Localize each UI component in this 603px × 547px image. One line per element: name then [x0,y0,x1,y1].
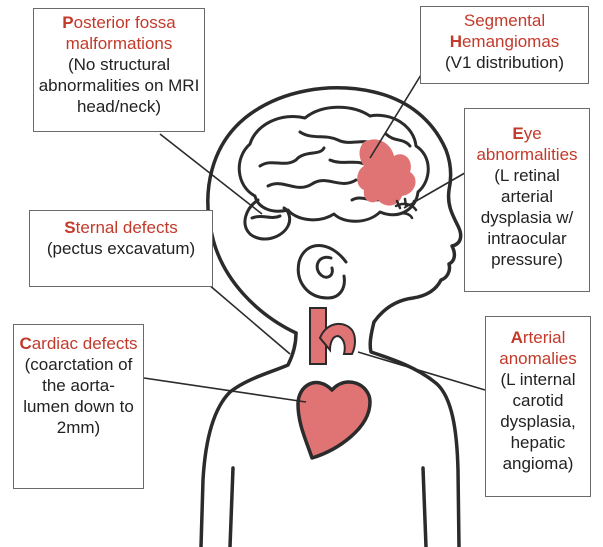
label-cardiac: Cardiac defects (coarctation of the aort… [13,324,144,489]
label-title-rest: ardiac defects [32,334,138,353]
label-title: Cardiac defects [18,333,139,354]
label-initial: H [450,32,462,51]
arterial-vessels [310,308,355,364]
ear [298,246,346,299]
label-initial: A [511,328,523,347]
label-detail: (No structural abnormalities on MRI head… [38,54,200,117]
label-title-rest: ye abnormalities [476,124,577,164]
label-title: Posterior fossa malformations [38,12,200,54]
label-hemangiomas: Segmental Hemangiomas (V1 distribution) [420,6,589,84]
label-detail: (pectus excavatum) [34,238,208,259]
hemangioma-patch [357,139,415,205]
label-detail: (coarctation of the aorta- lumen down to… [18,354,139,438]
label-title-line1: Segmental [425,10,584,31]
label-posterior-fossa: Posterior fossa malformations (No struct… [33,8,205,132]
label-title-rest: emangiomas [462,32,559,51]
label-title: Sternal defects [34,217,208,238]
label-initial: S [64,218,75,237]
label-title: Hemangiomas [425,31,584,52]
label-initial: E [512,124,523,143]
label-sternal: Sternal defects (pectus excavatum) [29,210,213,287]
label-initial: P [62,13,73,32]
heart [298,382,370,458]
label-initial: C [19,334,31,353]
label-arterial: Arterial anomalies (L internal carotid d… [485,316,591,497]
label-title-rest: osterior fossa malformations [66,13,176,53]
label-detail: (V1 distribution) [425,52,584,73]
label-detail: (L retinal arterial dysplasia w/ intraoc… [469,165,585,270]
label-title: Eye abnormalities [469,123,585,165]
label-title-rest: ternal defects [76,218,178,237]
label-title: Arterial anomalies [490,327,586,369]
label-detail: (L internal carotid dysplasia, hepatic a… [490,369,586,474]
label-eye: Eye abnormalities (L retinal arterial dy… [464,108,590,292]
